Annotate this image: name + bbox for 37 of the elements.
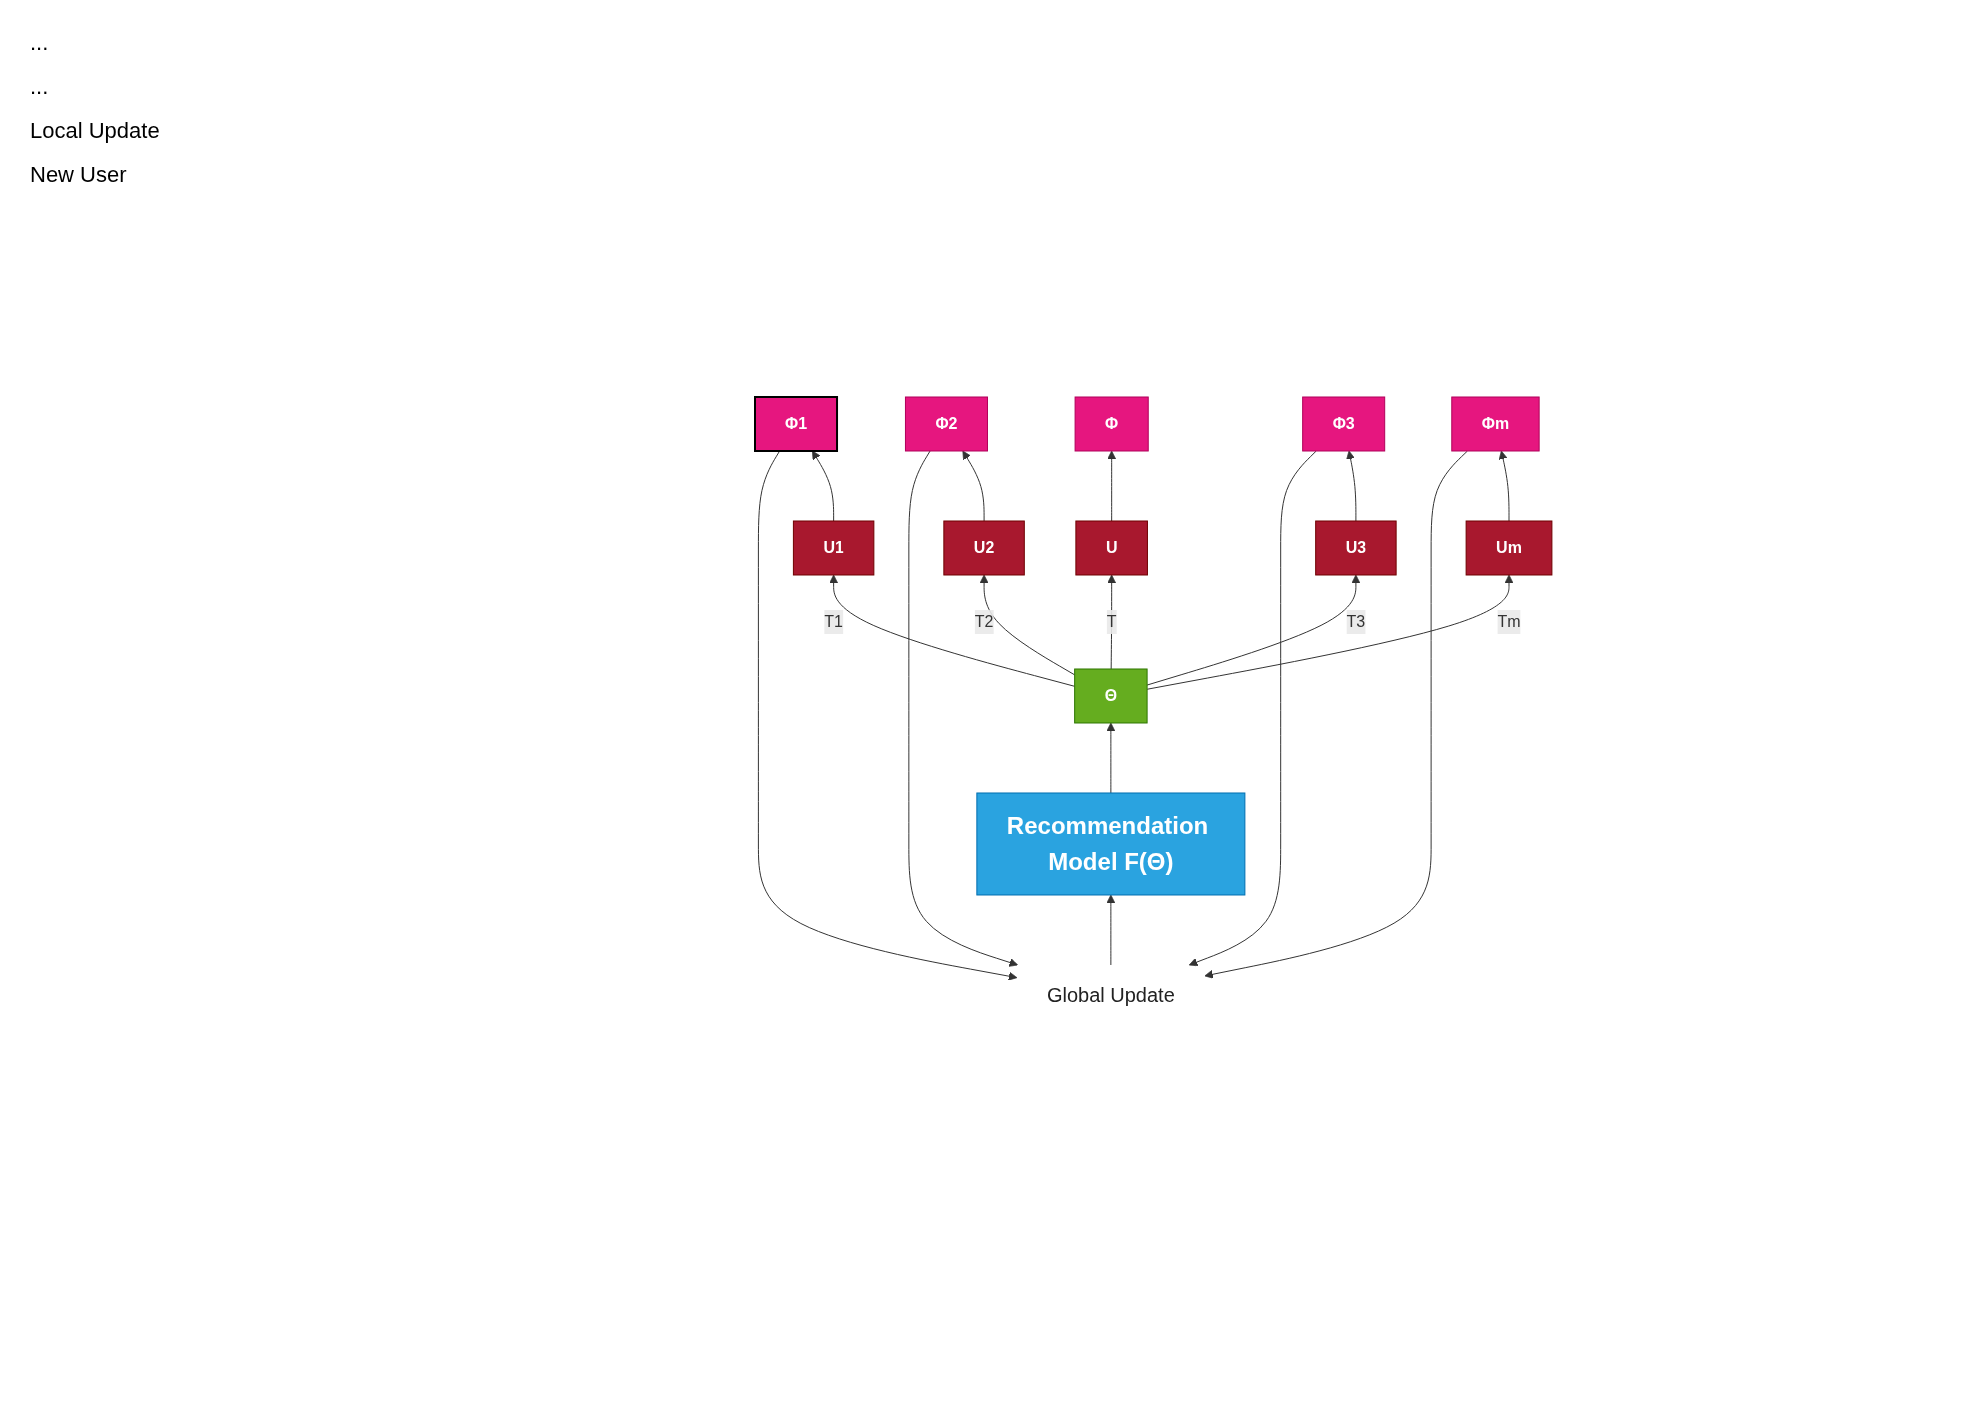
arrow [1204, 450, 1468, 979]
note-label: ... [30, 74, 50, 100]
arrow [908, 450, 1019, 967]
node-box: Φm [1451, 396, 1540, 452]
edge-label: T [1106, 612, 1117, 630]
note-label: Local Update [30, 118, 161, 144]
node-box: Φ2 [905, 396, 989, 452]
arrow [1107, 450, 1117, 522]
arrow [1146, 574, 1361, 686]
arrow [1498, 450, 1510, 522]
node-box: Φ1 [754, 396, 839, 452]
arrow [1106, 722, 1116, 794]
arrow [979, 574, 1076, 676]
node-box: U3 [1315, 520, 1397, 576]
arrow [812, 450, 835, 522]
arrow [1188, 450, 1317, 967]
arrow [962, 450, 985, 522]
node-box: U2 [943, 520, 1025, 576]
node-box: Recommendation Model F(Θ) [976, 792, 1246, 896]
arrow [829, 574, 1076, 687]
edge-label: T3 [1346, 612, 1366, 630]
arrow [1146, 574, 1514, 690]
node-box: Φ [1074, 396, 1149, 452]
node-box: Φ3 [1302, 396, 1386, 452]
node-box: Um [1465, 520, 1553, 576]
arrow [1106, 894, 1116, 966]
node-box: Θ [1074, 668, 1148, 724]
node-box: U [1075, 520, 1148, 576]
arrow [757, 450, 1018, 981]
edge-label: Tm [1497, 612, 1521, 630]
note-label: ... [30, 30, 50, 56]
edge-label: T2 [974, 612, 994, 630]
edge-label: T1 [824, 612, 844, 630]
node-text: Global Update [1046, 983, 1175, 1006]
note-label: New User [30, 162, 128, 188]
arrow [1346, 450, 1357, 522]
node-box: U1 [792, 520, 875, 576]
